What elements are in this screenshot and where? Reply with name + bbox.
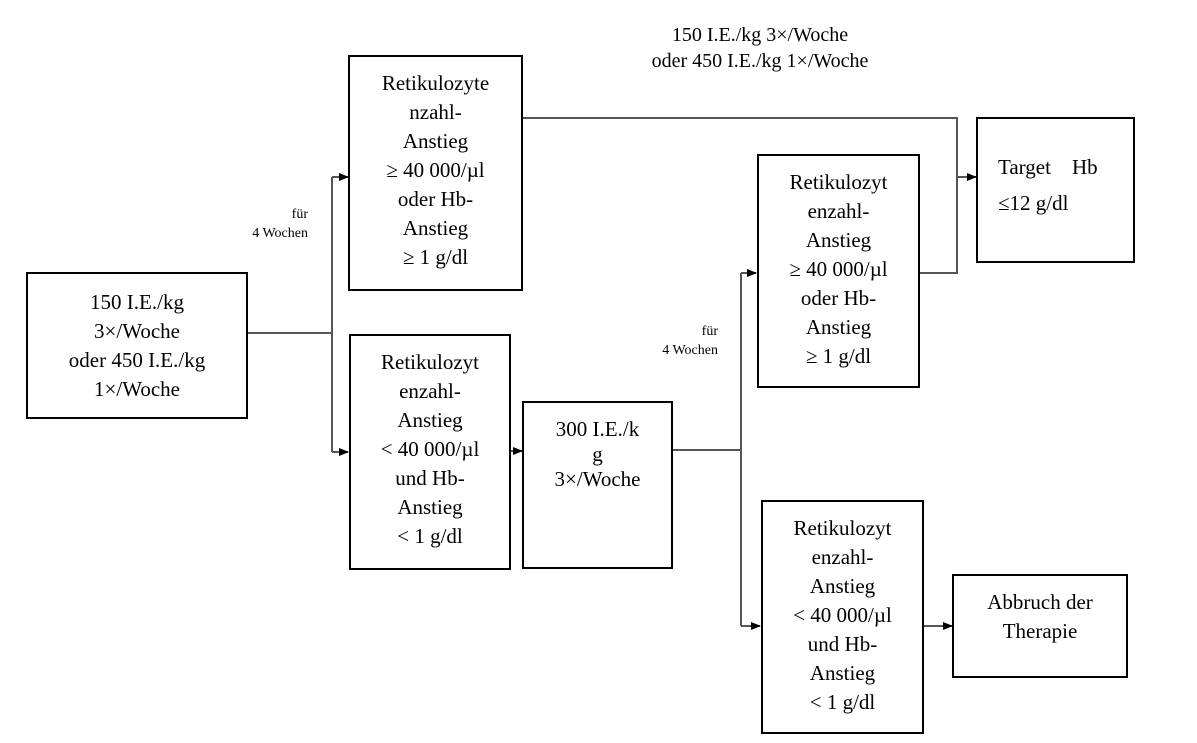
no-response-1-line: enzahl- <box>399 379 461 403</box>
start-dose-line: 1×/Woche <box>94 376 180 401</box>
stop-therapy-line: Abbruch der <box>987 590 1093 614</box>
response-1-line: ≥ 1 g/dl <box>402 245 469 269</box>
duration-label-line: 4 Wochen <box>252 226 308 241</box>
maintenance-dose-line: oder 450 I.E./kg 1×/Woche <box>651 50 869 72</box>
response-1-line: oder Hb- <box>397 187 474 211</box>
dose-increase-box: 300 I.E./k g 3×/Woche <box>522 401 673 569</box>
start-dose-line: 3×/Woche <box>94 318 180 343</box>
stop-therapy-box: Abbruch der Therapie <box>952 574 1128 678</box>
no-response-2-line: < 40 000/µl <box>793 603 892 627</box>
start-dose-box: 150 I.E./kg 3×/Woche oder 450 I.E./kg 1×… <box>26 272 248 419</box>
no-response-1-line: Anstieg <box>397 495 463 519</box>
response-2-line: ≥ 1 g/dl <box>805 344 872 368</box>
maintenance-dose-label: 150 I.E./kg 3×/Woche oder 450 I.E./kg 1×… <box>620 22 900 74</box>
dose-increase-line: 3×/Woche <box>554 467 641 491</box>
response-1-line: Anstieg <box>402 129 469 153</box>
no-response-1-line: Anstieg <box>397 408 463 432</box>
no-response-1-line: < 1 g/dl <box>397 524 463 548</box>
no-response-2-line: < 1 g/dl <box>809 690 876 714</box>
duration-label-2: für 4 Wochen <box>640 322 718 360</box>
no-response-1-line: Retikulozyt <box>381 350 479 374</box>
no-response-2-line: enzahl- <box>811 545 874 569</box>
no-response-1-line: < 40 000/µl <box>380 437 480 461</box>
target-hb-box: Target Hb ≤12 g/dl <box>976 117 1135 263</box>
response-1-line: Anstieg <box>402 216 469 240</box>
stop-therapy-line: Therapie <box>1002 619 1078 643</box>
start-dose-line: oder 450 I.E./kg <box>68 347 206 372</box>
no-response-2-line: und Hb- <box>807 632 878 656</box>
target-hb-value: ≤12 g/dl <box>998 191 1069 215</box>
response-1-line: ≥ 40 000/µl <box>386 158 485 182</box>
dose-increase-line: 300 I.E./k <box>555 417 640 441</box>
no-response-box-1: Retikulozyt enzahl- Anstieg < 40 000/µl … <box>349 334 511 570</box>
duration-label-1: für 4 Wochen <box>232 205 308 243</box>
response-2-line: enzahl- <box>807 199 870 223</box>
response-2-line: Retikulozyt <box>789 170 888 194</box>
dose-increase-line: g <box>592 442 603 466</box>
duration-label-line: 4 Wochen <box>662 343 718 358</box>
response-2-line: oder Hb- <box>800 286 877 310</box>
response-1-line: Retikulozyte <box>381 71 490 95</box>
maintenance-dose-line: 150 I.E./kg 3×/Woche <box>671 24 849 46</box>
no-response-2-line: Retikulozyt <box>793 516 892 540</box>
response-1-line: nzahl- <box>409 100 462 124</box>
response-2-line: Anstieg <box>805 228 872 252</box>
no-response-2-line: Anstieg <box>809 661 876 685</box>
duration-label-line: für <box>291 207 308 222</box>
duration-label-line: für <box>701 324 718 339</box>
response-2-line: ≥ 40 000/µl <box>789 257 888 281</box>
response-box-2: Retikulozyt enzahl- Anstieg ≥ 40 000/µl … <box>757 154 920 388</box>
response-box-1: Retikulozyte nzahl- Anstieg ≥ 40 000/µl … <box>348 55 523 291</box>
connector-response1-to-target <box>523 117 958 177</box>
connector-response2-to-target <box>920 177 958 274</box>
start-dose-line: 150 I.E./kg <box>90 289 184 314</box>
no-response-2-line: Anstieg <box>809 574 876 598</box>
no-response-1-line: und Hb- <box>395 466 465 490</box>
response-2-line: Anstieg <box>805 315 872 339</box>
target-hb-label: Target Hb <box>998 155 1098 179</box>
no-response-box-2: Retikulozyt enzahl- Anstieg < 40 000/µl … <box>761 500 924 734</box>
